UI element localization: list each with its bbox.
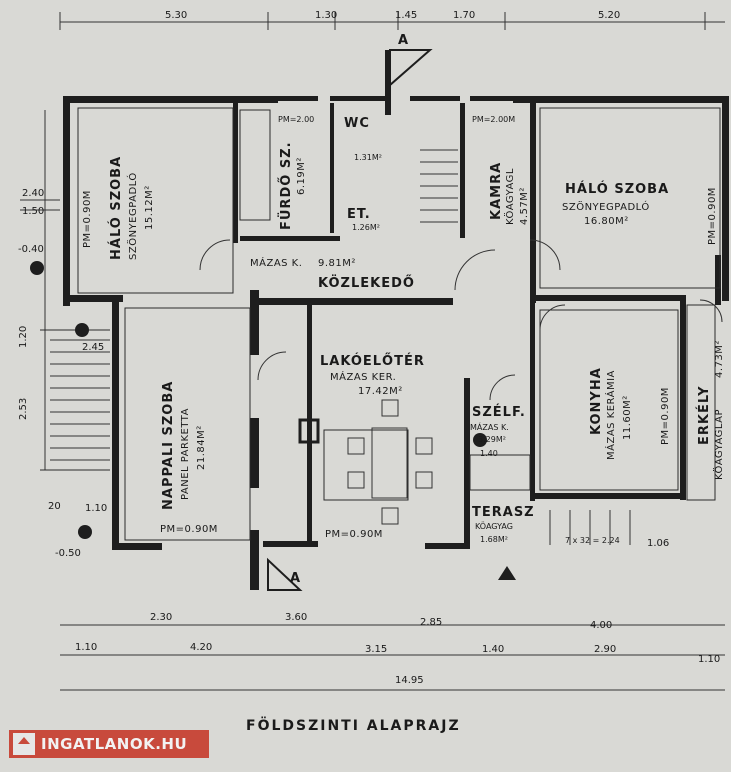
walls bbox=[63, 50, 729, 590]
terasz-name: TERASZ bbox=[472, 505, 535, 520]
section-markers bbox=[267, 49, 516, 591]
room-labels: HÁLÓ SZOBA SZÖNYEGPADLÓ 15.12M² PM=0.90M… bbox=[82, 115, 725, 545]
terasz-area: 1.68M² bbox=[480, 535, 508, 544]
furdo-area: 6.19M² bbox=[296, 157, 307, 195]
dim-bottom-6: 1.10 bbox=[75, 642, 97, 653]
kozlekedo-name: KÖZLEKEDŐ bbox=[318, 275, 415, 291]
kozlekedo-floor: MÁZAS K. bbox=[250, 256, 302, 269]
wc-area: 1.31M² bbox=[354, 153, 382, 162]
chimney bbox=[298, 418, 320, 444]
halo-left-pm: PM=0.90M bbox=[82, 190, 93, 248]
furdo-name: FÜRDŐ SZ. bbox=[278, 141, 294, 230]
nappali-name: NAPPALI SZOBA bbox=[161, 381, 176, 510]
lakoeloter-floor: MÁZAS KER. bbox=[330, 370, 396, 383]
dim-total: 14.95 bbox=[395, 675, 424, 686]
lakoeloter-area: 17.42M² bbox=[358, 386, 403, 397]
konyha-name: KONYHA bbox=[589, 367, 604, 435]
house-icon bbox=[13, 733, 35, 755]
dining-set bbox=[347, 399, 433, 525]
erkely-name: ERKÉLY bbox=[696, 385, 712, 445]
nappali-floor: PANEL PARKETTA bbox=[180, 408, 191, 500]
dim-left-1: 2.40 bbox=[22, 188, 44, 199]
level-markers bbox=[30, 261, 487, 539]
dim-bottom-2: 3.60 bbox=[285, 612, 307, 623]
section-marker-top: A bbox=[398, 33, 409, 48]
dim-bottom-4: 4.00 bbox=[590, 620, 612, 631]
dim-bottom-11: 1.10 bbox=[698, 654, 720, 665]
section-marker-bottom: A bbox=[290, 571, 301, 586]
terasz-floor: KÖAGYAG bbox=[475, 521, 513, 531]
kamra-pm: PM=2.00M bbox=[472, 115, 515, 124]
dim-left-3: -0.40 bbox=[18, 244, 44, 255]
halo-right-name: HÁLÓ SZOBA bbox=[565, 181, 669, 197]
kamra-name: KAMRA bbox=[489, 162, 504, 220]
lakoeloter-name: LAKÓELŐTÉR bbox=[320, 353, 425, 369]
szelf-name: SZÉLF. bbox=[472, 404, 526, 420]
dim-top-3: 1.45 bbox=[395, 10, 417, 21]
watermark-text: INGATLANOK.HU bbox=[41, 735, 188, 753]
interior-lines bbox=[40, 107, 721, 541]
konyha-area: 11.60M² bbox=[622, 395, 633, 440]
halo-left-name: HÁLÓ SZOBA bbox=[108, 156, 124, 260]
bottom-dimension-lines bbox=[60, 624, 725, 691]
dim-top-2: 1.30 bbox=[315, 10, 337, 21]
bottom-dimensions: 2.30 3.60 2.85 4.00 1.06 1.10 4.20 3.15 … bbox=[75, 538, 720, 686]
lakoeloter-pm: PM=0.90M bbox=[325, 529, 383, 540]
furdo-pm: PM=2.00 bbox=[278, 115, 314, 124]
halo-right-floor: SZÖNYEGPADLÓ bbox=[562, 200, 650, 213]
dim-left-7: 1.10 bbox=[85, 503, 107, 514]
dim-bottom-10: 2.90 bbox=[594, 644, 616, 655]
dim-bottom-8: 3.15 bbox=[365, 644, 387, 655]
dim-left-6: 2.53 bbox=[18, 398, 29, 420]
dim-left-8: -0.50 bbox=[55, 548, 81, 559]
inner-stairs bbox=[420, 149, 631, 545]
watermark-logo: INGATLANOK.HU bbox=[9, 730, 209, 758]
stair-note: 7 x 32 = 2.24 bbox=[565, 536, 620, 545]
dim-top-5: 5.20 bbox=[598, 10, 620, 21]
door-swings bbox=[199, 239, 723, 401]
dim-left-9: 20 bbox=[48, 501, 61, 512]
kozlekedo-area: 9.81M² bbox=[318, 258, 356, 269]
top-dimension-lines bbox=[20, 12, 725, 470]
left-dimensions: 2.40 1.50 -0.40 1.20 2.45 2.53 1.10 -0.5… bbox=[18, 188, 107, 559]
dim-left-2: 1.50 bbox=[22, 206, 44, 217]
nappali-area: 21.84M² bbox=[196, 425, 207, 470]
szelf-extra: 1.40 bbox=[480, 449, 498, 458]
left-stairs bbox=[50, 339, 110, 461]
et-area: 1.26M² bbox=[352, 223, 380, 232]
halo-right-area: 16.80M² bbox=[584, 216, 629, 227]
dim-left-4: 1.20 bbox=[18, 326, 29, 348]
kamra-area: 4.57M² bbox=[519, 187, 530, 225]
konyha-floor: MÁZAS KERÁMIA bbox=[604, 370, 617, 460]
dim-top-4: 1.70 bbox=[453, 10, 475, 21]
halo-left-floor: SZÖNYEGPADLÓ bbox=[126, 172, 139, 260]
dim-bottom-5: 1.06 bbox=[647, 538, 669, 549]
szelf-floor: MÁZAS K. bbox=[470, 421, 509, 432]
dim-bottom-9: 1.40 bbox=[482, 644, 504, 655]
erkely-floor: KÖAGYAGLAP bbox=[712, 409, 725, 480]
kamra-floor: KÖAGYAGL bbox=[503, 168, 516, 225]
wc-name: WC bbox=[344, 116, 370, 131]
dim-bottom-1: 2.30 bbox=[150, 612, 172, 623]
szelf-area: 3.29M² bbox=[478, 435, 506, 444]
top-dimensions: 5.30 1.30 1.45 1.70 5.20 bbox=[165, 10, 620, 21]
halo-right-pm: PM=0.90M bbox=[707, 187, 718, 245]
dim-bottom-3: 2.85 bbox=[420, 617, 442, 628]
dim-left-5: 2.45 bbox=[82, 342, 104, 353]
nappali-pm: PM=0.90M bbox=[160, 524, 218, 535]
et-name: ET. bbox=[347, 207, 371, 222]
plan-title: FÖLDSZINTI ALAPRAJZ bbox=[246, 716, 461, 734]
dim-bottom-7: 4.20 bbox=[190, 642, 212, 653]
erkely-area: 4.73M² bbox=[714, 340, 725, 378]
halo-left-area: 15.12M² bbox=[144, 185, 155, 230]
konyha-pm: PM=0.90M bbox=[660, 387, 671, 445]
dim-top-1: 5.30 bbox=[165, 10, 187, 21]
